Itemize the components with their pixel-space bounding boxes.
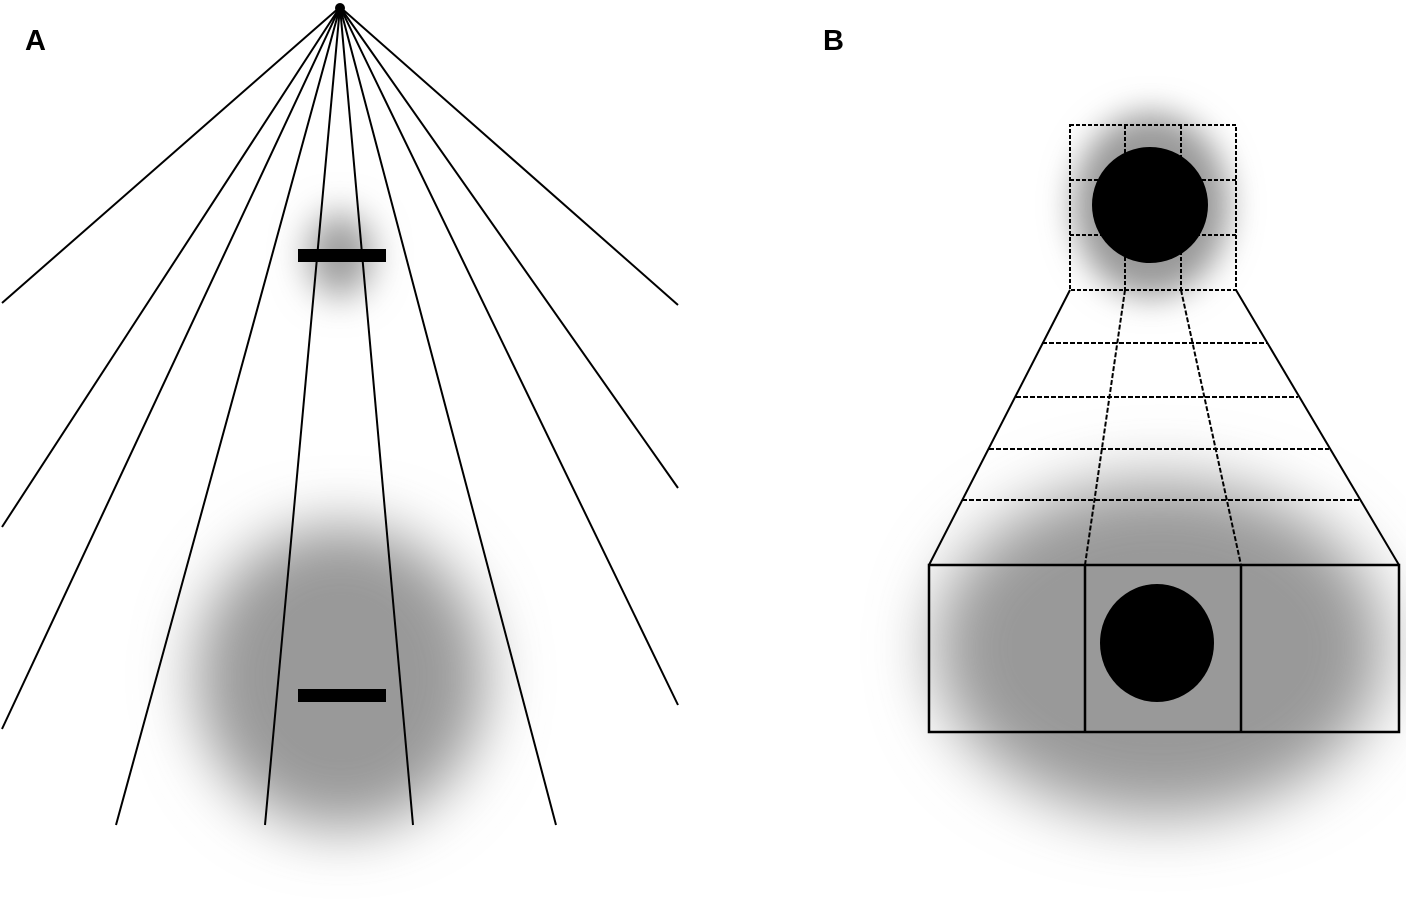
ray (339, 6, 679, 706)
projection-rays (1, 6, 679, 826)
near-object-disc (1100, 584, 1214, 702)
panel-b (927, 113, 1401, 816)
far-grid-frame (1069, 124, 1237, 291)
ray (339, 6, 679, 306)
near-object-bar (298, 689, 386, 702)
panel-a (1, 3, 679, 829)
near-grid (927, 563, 1401, 734)
frustum-inner (1084, 289, 1126, 566)
ray (115, 6, 341, 826)
far-object-bar (298, 249, 386, 262)
ray (339, 6, 414, 826)
frustum-edge (1235, 289, 1400, 566)
frustum-edge (928, 289, 1071, 566)
far-object-disc (1092, 147, 1208, 263)
ray (339, 6, 679, 489)
ray (1, 6, 341, 730)
ray (264, 6, 341, 826)
frustum-inner (1180, 289, 1242, 566)
eye-point (335, 3, 345, 13)
panel-b-label: B (823, 25, 844, 57)
panel-a-label: A (25, 25, 46, 57)
ray (1, 6, 341, 304)
near-grid-frame (927, 563, 1401, 734)
near-object-halo (196, 525, 486, 829)
perspective-frustum (928, 289, 1400, 566)
ray (1, 6, 341, 528)
ray (339, 6, 557, 826)
